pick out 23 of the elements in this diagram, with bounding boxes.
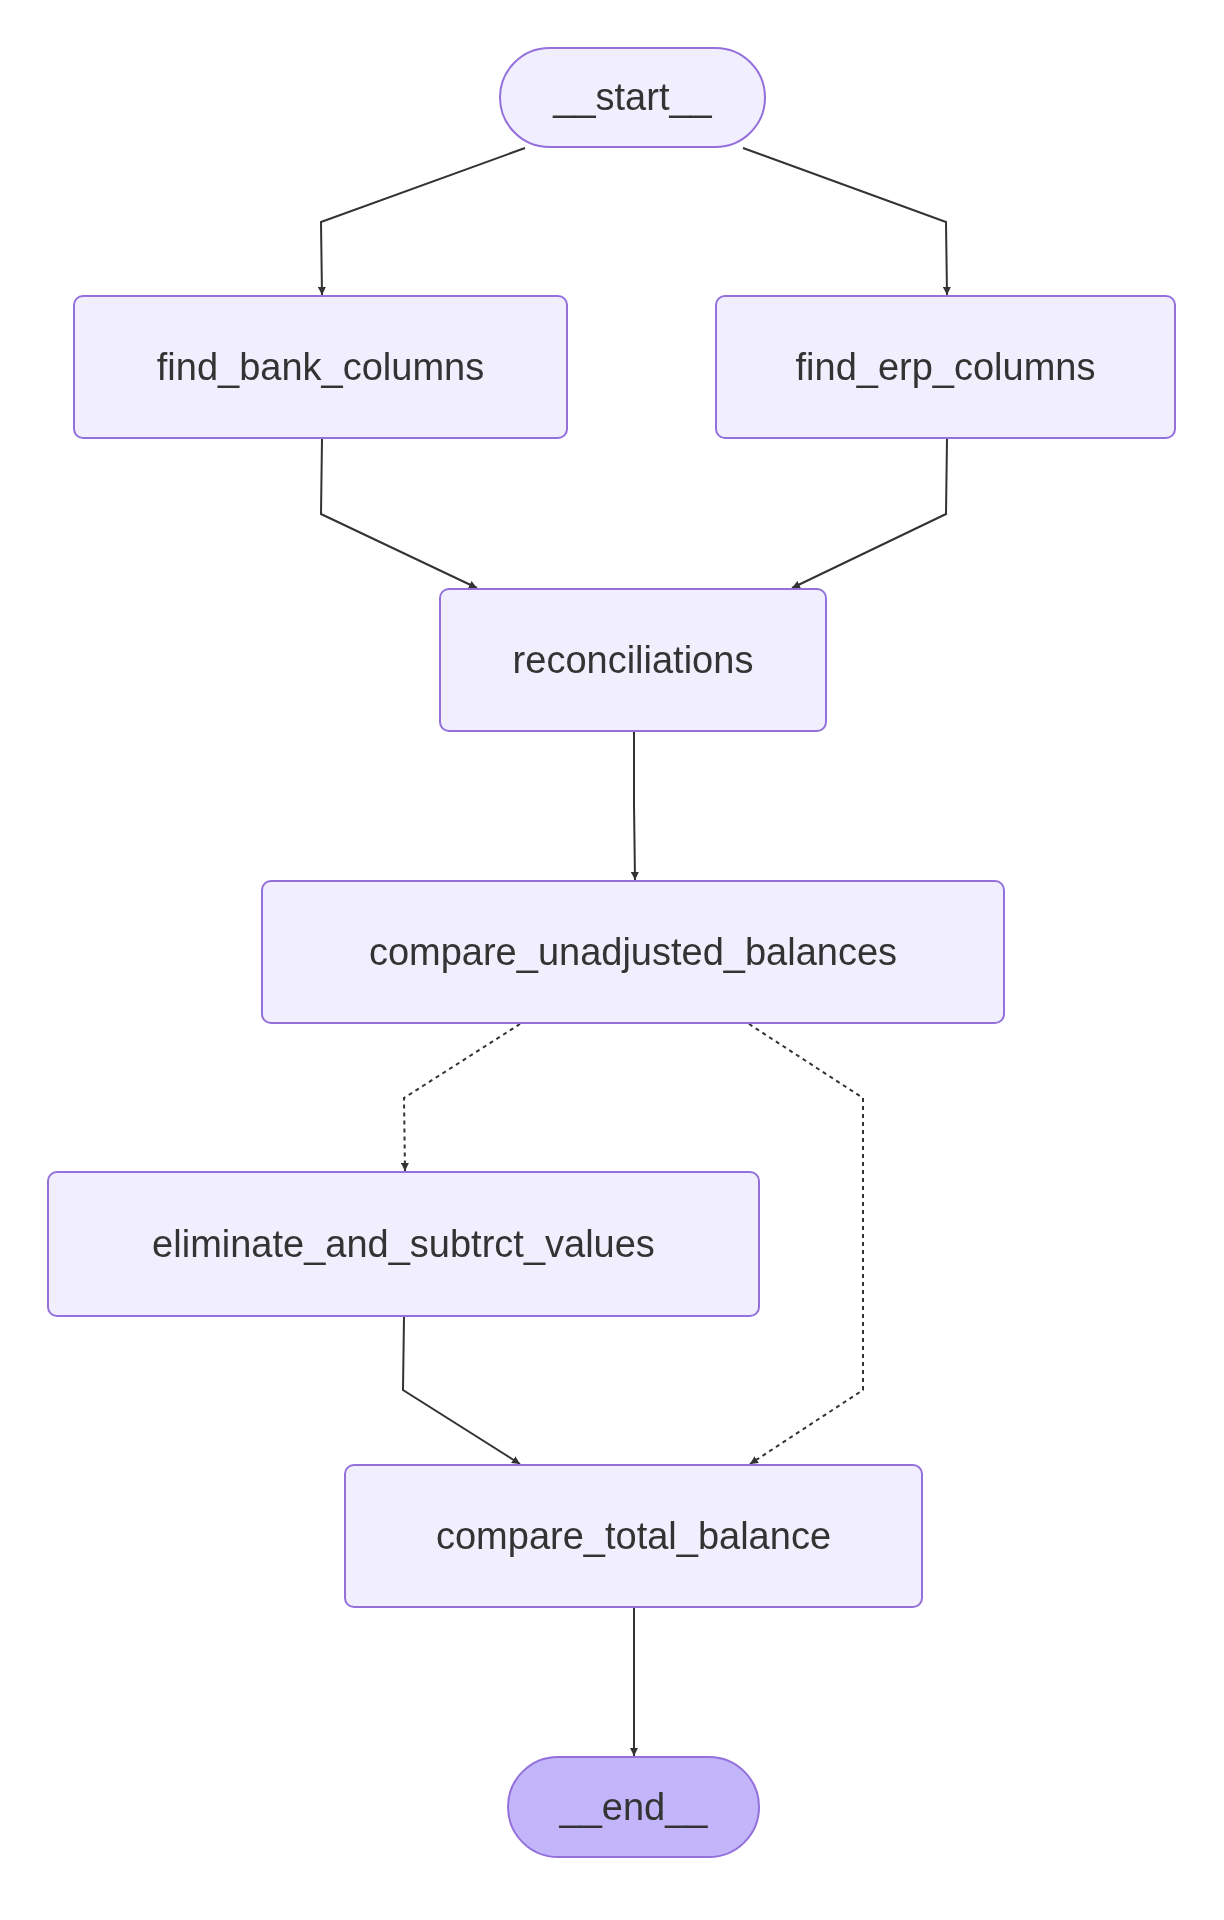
arrow — [791, 438, 948, 589]
node-label: eliminate_and_subtrct_values — [152, 1222, 655, 1266]
process-box — [439, 588, 827, 732]
node-label: reconciliations — [512, 638, 754, 682]
arrow — [320, 438, 478, 589]
node-label: __start__ — [553, 76, 712, 119]
node-label: find_erp_columns — [795, 345, 1096, 389]
process-box — [344, 1464, 923, 1608]
arrow — [630, 1607, 638, 1757]
arrow — [742, 147, 951, 296]
process-box — [715, 295, 1176, 439]
node-label: __end__ — [559, 1785, 708, 1829]
arrow — [748, 1023, 864, 1465]
node-label: compare_unadjusted_balances — [368, 930, 898, 974]
node-label: compare_total_balance — [435, 1514, 832, 1558]
arrow — [630, 731, 639, 881]
arrow — [402, 1316, 521, 1465]
arrow — [400, 1023, 521, 1172]
node-label: find_bank_columns — [156, 345, 485, 389]
arrow — [317, 147, 526, 296]
process-box — [73, 295, 568, 439]
process-box — [47, 1171, 760, 1317]
process-box — [261, 880, 1005, 1024]
